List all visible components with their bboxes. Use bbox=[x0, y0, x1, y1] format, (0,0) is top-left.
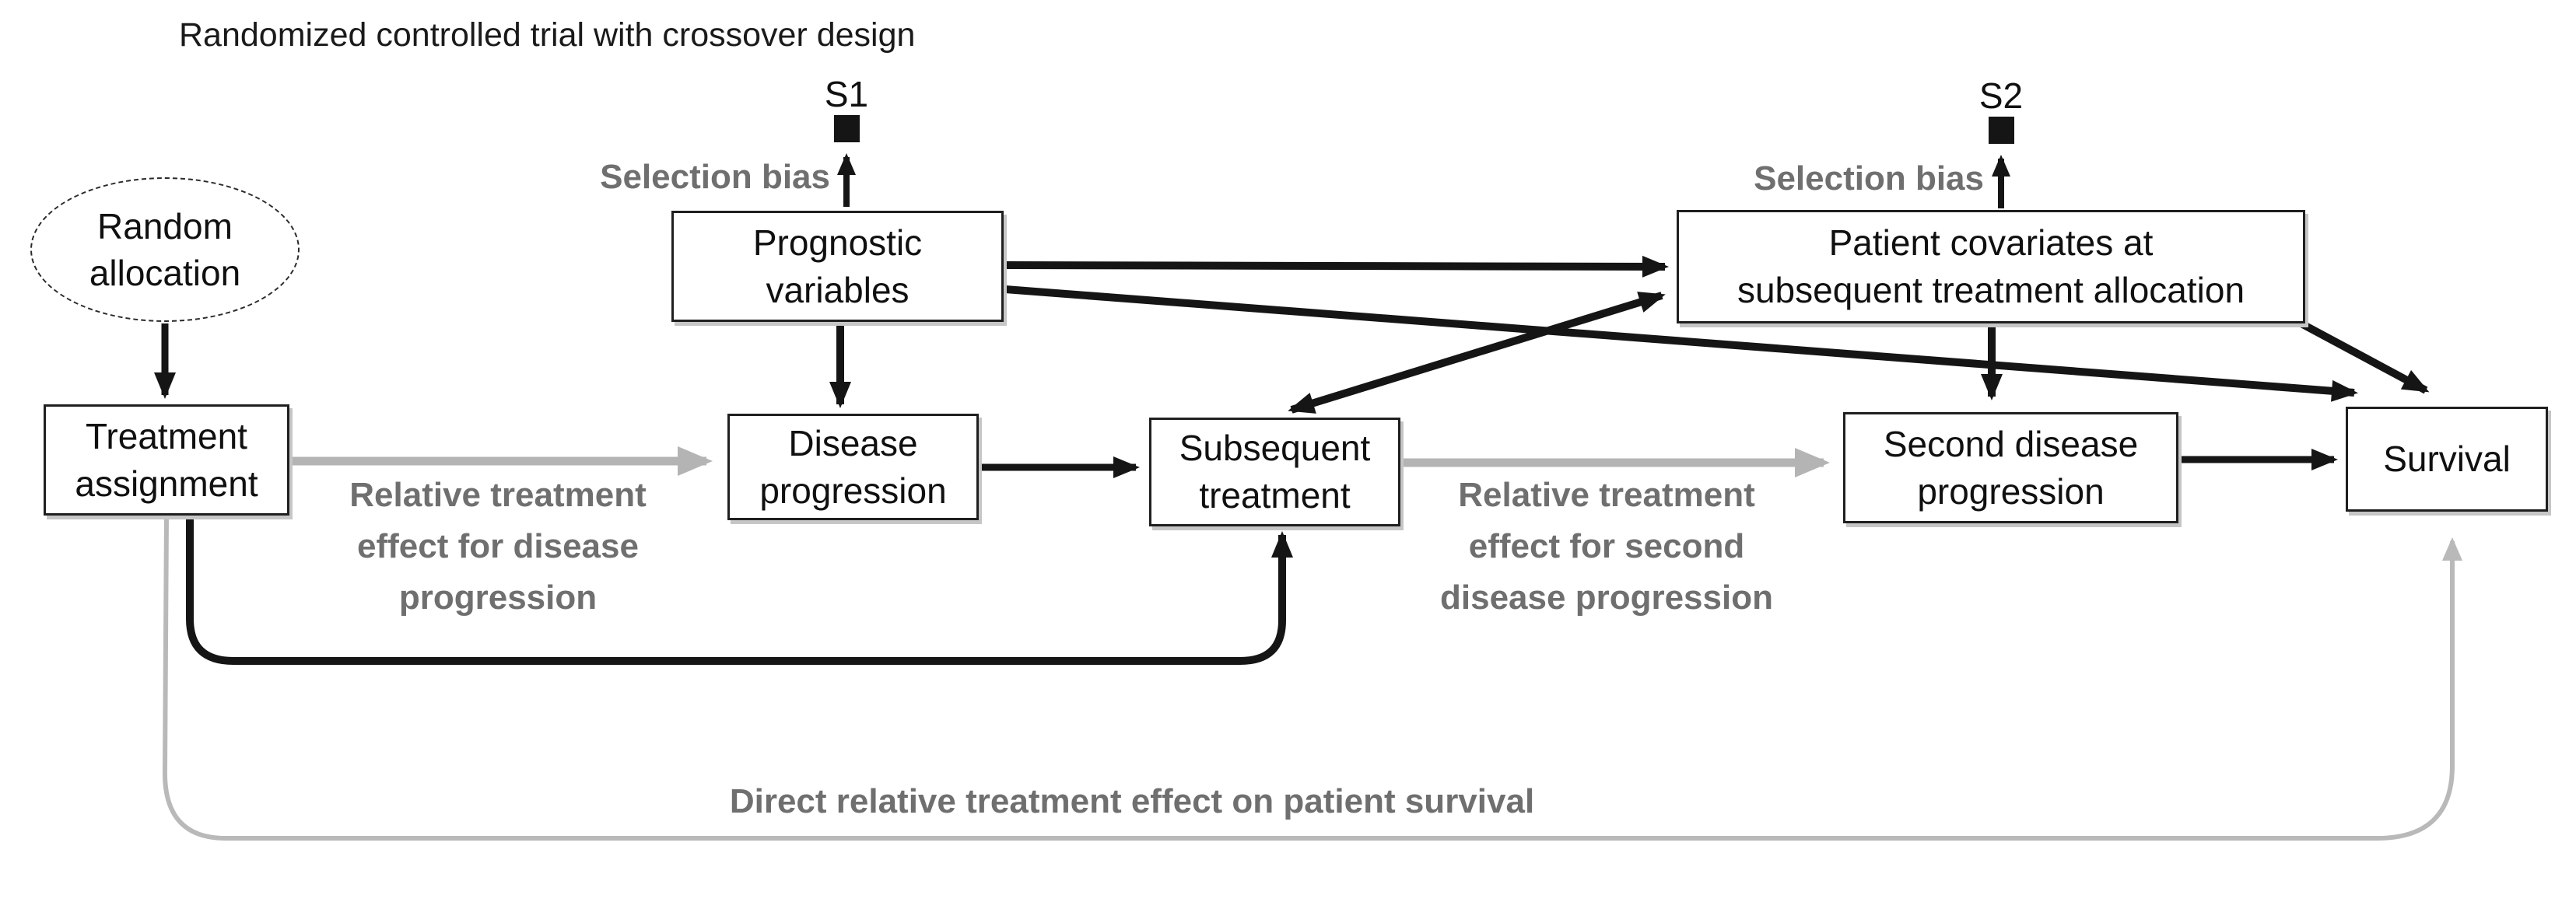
edge-patient-covariates-survival bbox=[2296, 318, 2430, 394]
figure-title: Randomized controlled trial with crossov… bbox=[179, 16, 916, 54]
label-relative-effect-disease-progression: Relative treatment effect for disease pr… bbox=[349, 476, 647, 617]
node-disease-progression: Disease progression bbox=[727, 414, 979, 520]
node-random-allocation: Random allocation bbox=[30, 177, 300, 322]
edge-patient-covariates-subsequent-treatment bbox=[1288, 292, 1666, 414]
label-selection-bias-s2: Selection bias bbox=[1754, 159, 1984, 198]
node-prognostic-variables: Prognostic variables bbox=[671, 211, 1004, 322]
node-patient-covariates: Patient covariates at subsequent treatme… bbox=[1677, 210, 2305, 323]
node-s2-label: S2 bbox=[1978, 75, 2024, 116]
label-relative-effect-second-progression: Relative treatment effect for second dis… bbox=[1440, 476, 1773, 617]
node-treatment-assignment: Treatment assignment bbox=[44, 404, 289, 516]
node-survival: Survival bbox=[2346, 407, 2548, 512]
node-second-disease-progression: Second disease progression bbox=[1843, 412, 2178, 523]
edge-treatment-assignment-survival bbox=[162, 516, 2462, 841]
node-s1-label: S1 bbox=[824, 74, 869, 114]
edge-prognostic-variables-survival bbox=[1004, 285, 2358, 402]
label-direct-effect-survival: Direct relative treatment effect on pati… bbox=[729, 782, 1535, 820]
label-selection-bias-s1: Selection bias bbox=[600, 158, 830, 196]
s2-node-square bbox=[1989, 117, 2014, 144]
node-subsequent-treatment: Subsequent treatment bbox=[1149, 418, 1400, 526]
s1-node-square bbox=[834, 115, 860, 142]
edge-treatment-assignment-subsequent-treatment bbox=[186, 516, 1293, 665]
edge-prognostic-variables-patient-covariates bbox=[1004, 255, 1669, 278]
